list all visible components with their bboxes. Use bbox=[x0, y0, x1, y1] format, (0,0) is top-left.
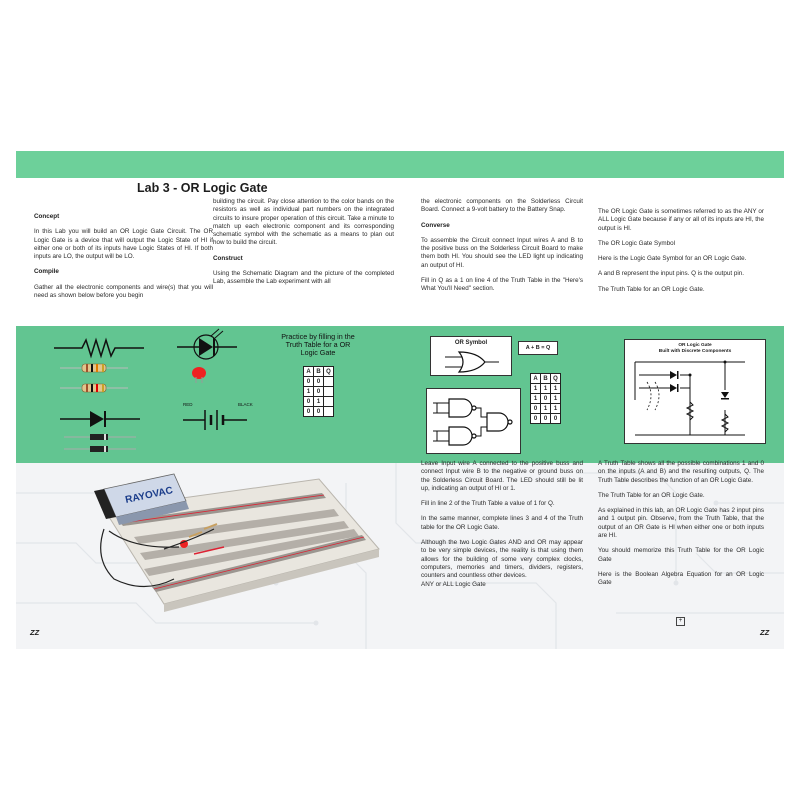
top-text-area bbox=[16, 178, 784, 326]
diode-components bbox=[60, 411, 140, 452]
table-row: 1 0 1 bbox=[530, 393, 561, 404]
compile-text: Gather all the electronic components and… bbox=[34, 283, 213, 300]
any-or-all-text: ANY or ALL Logic Gate bbox=[421, 580, 486, 588]
converse-heading: Converse bbox=[421, 221, 450, 229]
discrete-schematic-panel: OR Logic Gate Built with Discrete Compon… bbox=[624, 339, 766, 444]
page-number-left: ZZ bbox=[30, 628, 40, 637]
table-row: 0 1 bbox=[303, 396, 334, 407]
boolean-equation-text: Here is the Boolean Algebra Equation for… bbox=[598, 570, 764, 587]
table-row: 0 0 0 bbox=[530, 413, 561, 424]
fill-in-text: Fill in Q as a 1 on line 4 of the Truth … bbox=[421, 277, 583, 293]
construct-heading: Construct bbox=[213, 254, 243, 262]
or-symbol-panel: OR Symbol bbox=[430, 336, 512, 376]
column-complete-table: Leave Input wire A connected to the posi… bbox=[421, 460, 583, 596]
input-wire-text: Leave Input wire A connected to the posi… bbox=[421, 460, 583, 492]
or-gate-description: The OR Logic Gate is sometimes referred … bbox=[598, 208, 764, 232]
header-b: B bbox=[313, 366, 324, 377]
or-symbol-label: OR Symbol bbox=[454, 340, 488, 346]
pins-text: A and B represent the input pins. Q is t… bbox=[598, 270, 744, 278]
table-row: 1 0 bbox=[303, 386, 334, 397]
or-gate-symbol-text: Here is the Logic Gate Symbol for an OR … bbox=[598, 255, 747, 263]
header-a: A bbox=[530, 373, 541, 384]
header-q: Q bbox=[323, 366, 334, 377]
complex-devices-text: Although the two Logic Gates AND and OR … bbox=[421, 539, 583, 580]
or-gate-symbol-title: The OR Logic Gate Symbol bbox=[598, 239, 675, 247]
column-concept: Concept In this Lab you will build an OR… bbox=[34, 213, 213, 307]
plus-box-icon: + bbox=[676, 617, 685, 626]
column-converse: the electronic components on the Solderl… bbox=[421, 198, 583, 301]
discrete-schematic-diagram bbox=[634, 360, 745, 436]
pins-explained-text: As explained in this lab, an OR Logic Ga… bbox=[598, 507, 764, 540]
build-instructions-text: building the circuit. Pay close attentio… bbox=[213, 198, 394, 247]
column-truth-table-explained: A Truth Table shows all the possible com… bbox=[598, 460, 764, 595]
concept-heading: Concept bbox=[34, 213, 60, 220]
solderless-board-text: the electronic components on the Solderl… bbox=[421, 198, 583, 214]
truth-table-definition: A Truth Table shows all the possible com… bbox=[598, 460, 764, 484]
resistor-components bbox=[54, 337, 144, 393]
practice-label: Practice by filling in the Truth Table f… bbox=[281, 332, 355, 358]
converse-text: To assemble the Circuit connect Input wi… bbox=[421, 236, 583, 269]
or-built-from-nand-panel bbox=[426, 388, 521, 454]
line2-text: Fill in line 2 of the Truth Table a valu… bbox=[421, 500, 555, 508]
compile-heading: Compile bbox=[34, 268, 59, 276]
breadboard-photo: RAYOVAC bbox=[94, 473, 380, 612]
construct-text: Using the Schematic Diagram and the pict… bbox=[213, 270, 394, 286]
column-logic-symbol: The OR Logic Gate is sometimes referred … bbox=[598, 208, 764, 301]
filled-truth-table: A B Q 1 1 1 1 0 1 0 1 1 0 0 0 bbox=[530, 373, 561, 424]
nand-gates-diagram bbox=[433, 398, 513, 446]
or-gate-icon bbox=[445, 351, 499, 373]
truth-table-caption-2: The Truth Table for an OR Logic Gate. bbox=[598, 491, 705, 499]
discrete-title-2: Built with Discrete Components bbox=[658, 349, 732, 354]
battery-black-label: BLACK bbox=[238, 402, 253, 407]
page-title: Lab 3 - OR Logic Gate bbox=[137, 181, 268, 195]
header-a: A bbox=[303, 366, 314, 377]
header-q: Q bbox=[550, 373, 561, 384]
header-b: B bbox=[540, 373, 551, 384]
table-row: 1 1 1 bbox=[530, 383, 561, 394]
book-spread: Lab 3 - OR Logic Gate Concept In this La… bbox=[16, 151, 784, 649]
practice-truth-table: A B Q 0 0 1 0 0 1 0 0 bbox=[303, 366, 334, 417]
page-number-right: ZZ bbox=[760, 628, 770, 637]
battery-red-label: RED bbox=[183, 402, 193, 407]
truth-table-caption: The Truth Table for an OR Logic Gate. bbox=[598, 285, 705, 293]
table-row: 0 0 bbox=[303, 376, 334, 387]
equation-box: A + B = Q bbox=[518, 341, 558, 355]
table-row: 0 1 1 bbox=[530, 403, 561, 414]
column-construct: building the circuit. Pay close attentio… bbox=[213, 198, 394, 294]
lines3-4-text: In the same manner, complete lines 3 and… bbox=[421, 515, 583, 531]
concept-text: In this Lab you will build an OR Logic G… bbox=[34, 228, 213, 261]
battery-symbol bbox=[183, 410, 247, 430]
table-row: 0 0 bbox=[303, 406, 334, 417]
memorize-text: You should memorize this Truth Table for… bbox=[598, 547, 764, 563]
led-component bbox=[177, 328, 237, 383]
discrete-title-1: OR Logic Gate bbox=[678, 343, 712, 348]
